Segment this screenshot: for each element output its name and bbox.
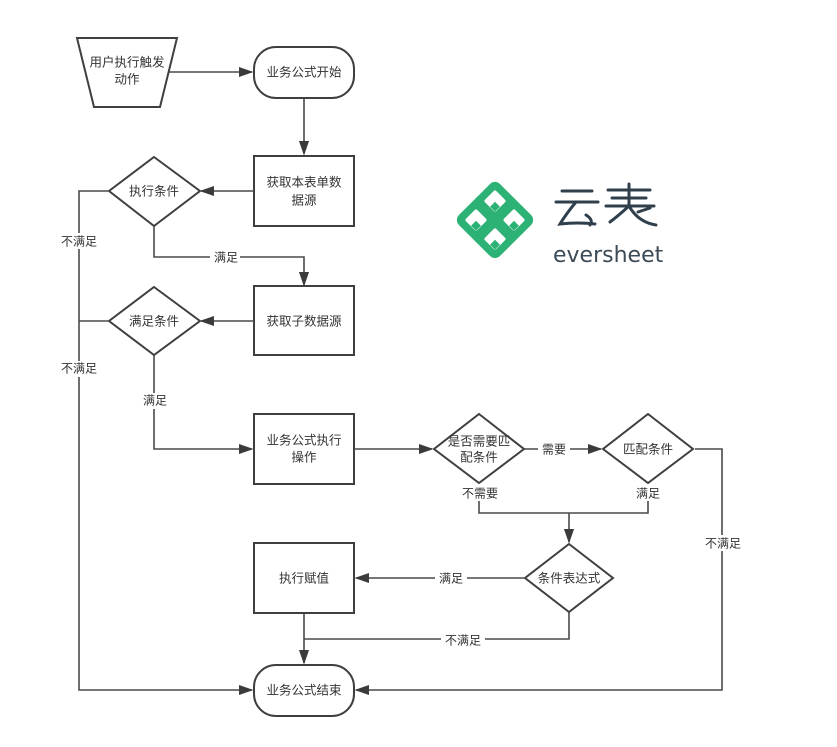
edge-label-not-satisfied-1: 不满足 <box>61 235 97 249</box>
node-exec-operation-line2: 操作 <box>291 450 317 465</box>
node-need-match[interactable]: 是否需要匹 配条件 <box>432 412 526 485</box>
edge-label-not-need: 不需要 <box>462 487 498 501</box>
edge-label-satisfied-1: 满足 <box>214 251 238 265</box>
node-formula-start[interactable]: 业务公式开始 <box>253 46 355 99</box>
eversheet-logo-english: eversheet <box>553 243 664 268</box>
edge-labels: 不满足 满足 不满足 满足 需要 不需要 满足 不满足 满足 不满足 <box>57 233 745 648</box>
node-get-form-data-line1: 获取本表单数 <box>266 175 342 190</box>
edge-label-satisfied-4: 满足 <box>439 572 463 586</box>
edges <box>78 66 723 696</box>
eversheet-logo: eversheet <box>456 181 664 268</box>
node-exec-operation-line1: 业务公式执行 <box>266 433 341 448</box>
edge-satisfy-condition-to-exec-operation <box>153 355 254 455</box>
node-formula-start-label: 业务公式开始 <box>266 65 342 80</box>
node-condition-expression-label: 条件表达式 <box>538 571 601 586</box>
node-exec-condition[interactable]: 执行条件 <box>107 155 202 228</box>
node-exec-assign[interactable]: 执行赋值 <box>253 542 355 614</box>
edge-match-condition-to-end <box>354 448 723 696</box>
node-match-condition[interactable]: 匹配条件 <box>601 412 695 485</box>
node-match-condition-label: 匹配条件 <box>623 442 673 457</box>
node-user-trigger[interactable]: 用户执行触发 动作 <box>75 37 179 108</box>
node-exec-assign-label: 执行赋值 <box>279 571 329 586</box>
edge-label-satisfied-3: 满足 <box>636 487 660 501</box>
edge-need-match-to-merge <box>478 500 649 514</box>
edge-label-not-satisfied-2: 不满足 <box>61 362 97 376</box>
node-satisfy-condition-label: 满足条件 <box>129 314 179 329</box>
node-need-match-line2: 配条件 <box>460 450 498 465</box>
node-satisfy-condition[interactable]: 满足条件 <box>107 285 202 357</box>
node-exec-condition-label: 执行条件 <box>129 184 179 199</box>
node-need-match-line1: 是否需要匹 <box>448 434 511 449</box>
edge-exec-condition-to-end <box>78 190 254 696</box>
edge-label-need: 需要 <box>542 443 566 457</box>
edge-label-satisfied-2: 满足 <box>143 394 167 408</box>
node-get-sub-data[interactable]: 获取子数据源 <box>253 285 355 356</box>
node-get-sub-data-label: 获取子数据源 <box>266 314 342 329</box>
node-formula-end-label: 业务公式结束 <box>266 683 342 698</box>
node-user-trigger-line2: 动作 <box>114 72 140 87</box>
edge-condition-expr-to-end <box>304 612 570 640</box>
node-condition-expression[interactable]: 条件表达式 <box>523 542 615 614</box>
edge-label-not-satisfied-4: 不满足 <box>445 634 481 648</box>
eversheet-logo-mark-icon <box>456 181 534 259</box>
eversheet-logo-chinese <box>554 182 658 227</box>
node-get-form-data-line2: 据源 <box>291 193 317 208</box>
edge-label-not-satisfied-3: 不满足 <box>705 537 741 551</box>
node-get-form-data[interactable]: 获取本表单数 据源 <box>253 155 355 227</box>
node-exec-operation[interactable]: 业务公式执行 操作 <box>253 413 355 485</box>
node-formula-end[interactable]: 业务公式结束 <box>253 664 355 717</box>
node-user-trigger-line1: 用户执行触发 <box>89 55 165 70</box>
